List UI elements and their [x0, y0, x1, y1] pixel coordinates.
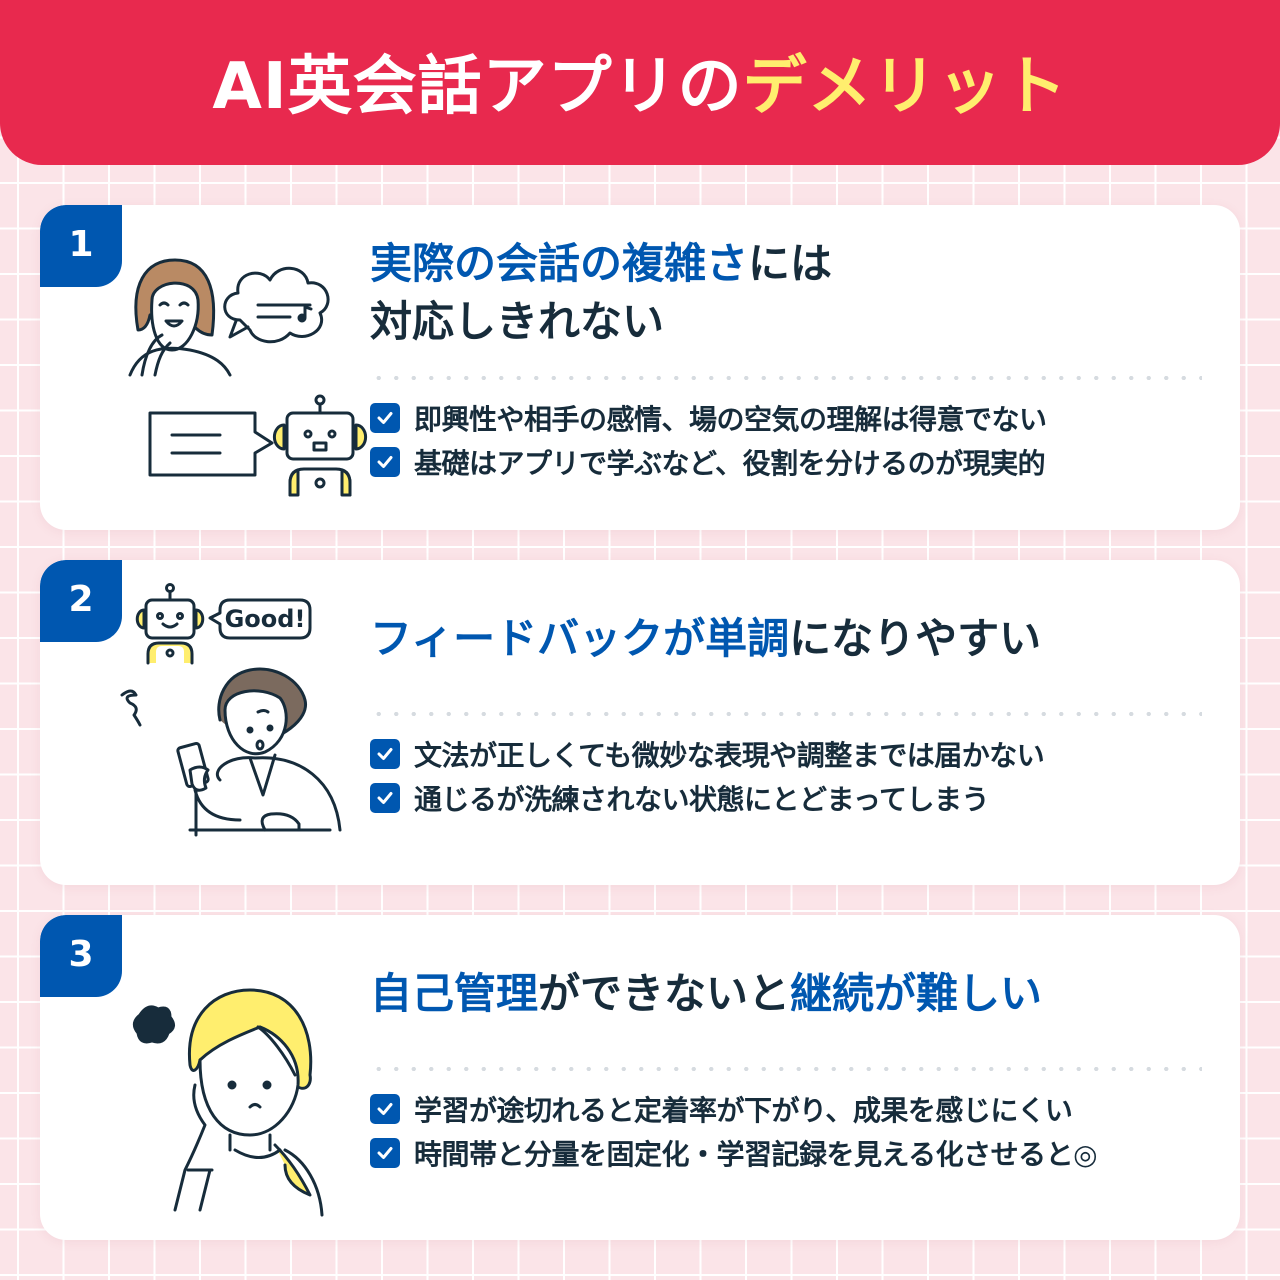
check-item: 即興性や相手の感情、場の空気の理解は得意でない [370, 396, 1202, 440]
card-title-blue: 継続が難しい [790, 969, 1043, 1018]
dotted-divider [370, 376, 1202, 380]
card-number-badge: 3 [40, 915, 122, 997]
check-list: 文法が正しくても微妙な表現や調整までは届かない 通じるが洗練されない状態にとどま… [370, 732, 1202, 820]
check-item-text: 即興性や相手の感情、場の空気の理解は得意でない [414, 403, 1047, 436]
check-list: 即興性や相手の感情、場の空気の理解は得意でない 基礎はアプリで学ぶなど、役割を分… [370, 396, 1202, 484]
card-title-blue: フィードバックが単調 [370, 614, 790, 663]
demerit-card-1: 1 [40, 205, 1240, 530]
dotted-divider [370, 712, 1202, 716]
checkbox-checked-icon [370, 1094, 400, 1124]
frustration-scribble-icon [133, 1005, 175, 1044]
check-item: 時間帯と分量を固定化・学習記録を見える化させると◎ [370, 1131, 1202, 1175]
woman-resting-cheek-icon [173, 988, 324, 1217]
checkbox-checked-icon [370, 783, 400, 813]
confused-person-with-phone-icon [120, 667, 342, 837]
checkbox-checked-icon [370, 739, 400, 769]
checkbox-checked-icon [370, 1138, 400, 1168]
demerit-card-3: 3 自己管理ができないと継続が難しい 学習が途切れると定着率 [40, 915, 1240, 1240]
card-title-dark: になりやすい [789, 614, 1042, 663]
speech-box-icon [148, 411, 274, 477]
speech-bubble-good-icon [208, 598, 312, 640]
page-title-highlight: デメリット [742, 49, 1068, 124]
check-item: 基礎はアプリで学ぶなど、役割を分けるのが現実的 [370, 440, 1202, 484]
card-number-badge: 2 [40, 560, 122, 642]
page-header: AI英会話アプリのデメリット [0, 0, 1280, 165]
card-number-badge: 1 [40, 205, 122, 287]
card-title: 自己管理ができないと継続が難しい [370, 965, 1202, 1023]
card-title-blue: 自己管理 [370, 969, 539, 1018]
card-content: 自己管理ができないと継続が難しい 学習が途切れると定着率が下がり、成果を感じにく… [370, 965, 1202, 1175]
check-item-text: 時間帯と分量を固定化・学習記録を見える化させると◎ [414, 1138, 1098, 1171]
demerit-card-2: 2 Good! [40, 560, 1240, 885]
dotted-divider [370, 1067, 1202, 1071]
check-item: 文法が正しくても微妙な表現や調整までは届かない [370, 732, 1202, 776]
checkbox-checked-icon [370, 447, 400, 477]
card-title: 実際の会話の複雑さには 対応しきれない [370, 235, 1202, 351]
good-text: Good! [225, 605, 306, 633]
smiling-woman-icon [128, 258, 232, 377]
check-item: 通じるが洗練されない状態にとどまってしまう [370, 776, 1202, 820]
card-content: フィードバックが単調になりやすい 文法が正しくても微妙な表現や調整までは届かない… [370, 610, 1202, 820]
robot-feedback-and-confused-person-illustration: Good! [120, 583, 342, 837]
checkbox-checked-icon [370, 403, 400, 433]
robot-icon [135, 583, 205, 665]
woman-and-robot-talking-illustration [128, 258, 368, 497]
card-content: 実際の会話の複雑さには 対応しきれない 即興性や相手の感情、場の空気の理解は得意… [370, 235, 1202, 484]
page-title: AI英会話アプリのデメリット [212, 35, 1067, 127]
check-list: 学習が途切れると定着率が下がり、成果を感じにくい 時間帯と分量を固定化・学習記録… [370, 1087, 1202, 1175]
card-title-line2: 対応しきれない [370, 297, 665, 346]
check-item-text: 基礎はアプリで学ぶなど、役割を分けるのが現実的 [414, 447, 1046, 480]
card-title-dark: には [748, 239, 833, 288]
thought-bubble-music-icon [223, 266, 330, 344]
check-item-text: 学習が途切れると定着率が下がり、成果を感じにくい [414, 1094, 1073, 1127]
card-title-blue: 実際の会話の複雑さ [370, 239, 749, 288]
card-title: フィードバックが単調になりやすい [370, 610, 1202, 668]
check-item: 学習が途切れると定着率が下がり、成果を感じにくい [370, 1087, 1202, 1131]
check-item-text: 通じるが洗練されない状態にとどまってしまう [414, 783, 989, 816]
page-title-main: AI英会話アプリの [212, 49, 743, 124]
check-item-text: 文法が正しくても微妙な表現や調整までは届かない [414, 739, 1045, 772]
card-title-dark: ができないと [538, 969, 791, 1018]
robot-icon [272, 394, 368, 497]
frustrated-woman-illustration [133, 988, 324, 1217]
